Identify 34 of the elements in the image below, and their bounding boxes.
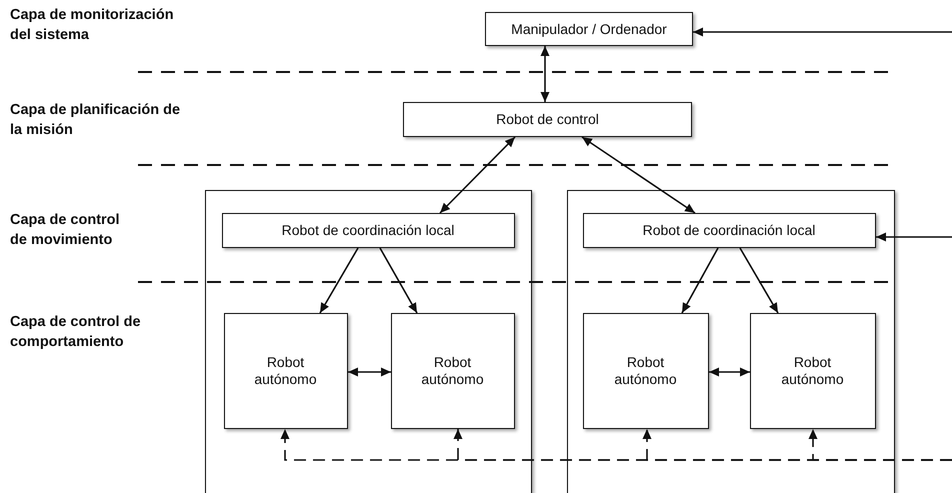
arrow: [681, 248, 719, 314]
arrow: [540, 46, 550, 102]
arrow: [582, 136, 696, 214]
process-box: [750, 312, 876, 428]
box-text: Robot autónomo: [780, 354, 845, 388]
process-box: [582, 312, 708, 428]
box-text: Manipulador / Ordenador: [511, 20, 667, 38]
process-box: [222, 212, 514, 248]
group-frame: [567, 190, 895, 493]
box-text: Robot autónomo: [420, 354, 485, 388]
arrow: [439, 136, 516, 214]
arrow: [348, 368, 391, 376]
box-text: Robot de coordinación local: [642, 222, 816, 238]
layer-label: Capa de planificación de la misión: [10, 101, 182, 140]
layer-label: Capa de monitorización del sistema: [10, 6, 175, 45]
layer-label: Capa de control de comportamiento: [10, 313, 142, 352]
process-box: [403, 102, 692, 137]
process-box: [390, 312, 514, 428]
arrow: [739, 248, 779, 314]
arrow: [379, 248, 418, 314]
group-frame: [205, 190, 532, 493]
arrow: [693, 28, 952, 36]
process-box: [224, 312, 348, 428]
process-box: [485, 12, 693, 46]
box-text: Robot autónomo: [253, 354, 318, 388]
feedback-arrow: [808, 429, 952, 461]
box-text: Robot de control: [496, 111, 599, 128]
process-box: [582, 212, 876, 248]
arrow: [876, 232, 952, 242]
layer-label: Capa de control de movimiento: [10, 211, 121, 250]
box-text: Robot de coordinación local: [282, 222, 454, 238]
arrow: [709, 368, 750, 376]
box-text: Robot autónomo: [613, 354, 678, 388]
arrow: [319, 248, 359, 314]
